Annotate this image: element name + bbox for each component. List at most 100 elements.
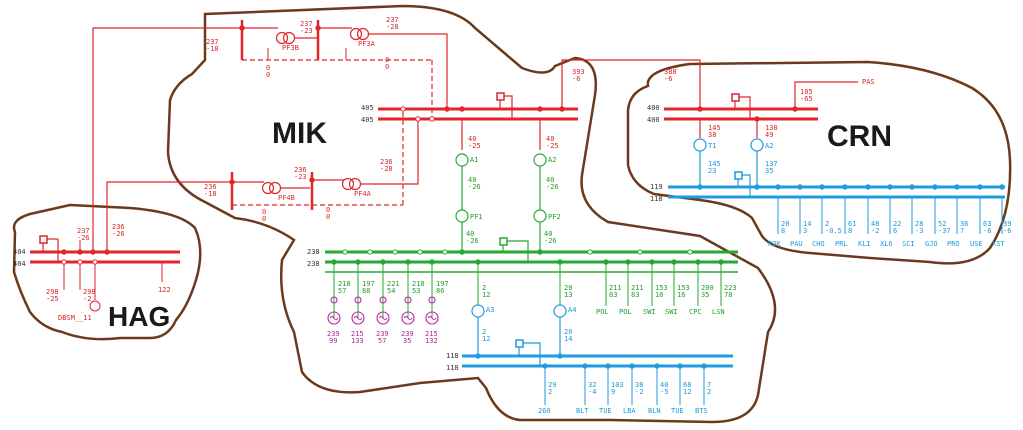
feeder-name: CHO — [812, 240, 825, 248]
feeder-flow: 200 — [701, 284, 714, 292]
transformer-label: PF3B — [282, 44, 299, 52]
hag-substation — [30, 27, 242, 312]
feeder-name: TUE — [599, 407, 612, 415]
feeder-name: SWI — [665, 308, 678, 316]
gen-output: 57 — [378, 337, 386, 345]
region-label-crn: CRN — [827, 120, 892, 153]
transformer-label: A2 — [765, 142, 773, 150]
gen-flow: 57 — [338, 287, 346, 295]
transformer-label: A4 — [568, 306, 576, 314]
gen-output: 239 — [376, 330, 389, 338]
crn-labels: 400 400 388 -6 PAS 105 -65 145 38 138 49… — [647, 68, 1011, 248]
feeder-flow: 14 — [803, 220, 811, 228]
flow-value: 298 — [83, 288, 96, 296]
region-label-mik: MIK — [272, 117, 327, 150]
gen-output: 133 — [351, 337, 364, 345]
flow-value: 0 — [326, 213, 330, 221]
flow-value: 236 — [380, 158, 393, 166]
feeder-flow: 20 — [781, 220, 789, 228]
flow-value: 40 — [466, 230, 474, 238]
feeder-flow: 68 — [683, 381, 691, 389]
flow-value: 20 — [564, 284, 572, 292]
feeder-flow: 29 — [548, 381, 556, 389]
flow-value: -28 — [386, 23, 399, 31]
flow-value: 137 — [765, 160, 778, 168]
transformer-label: PF2 — [548, 213, 561, 221]
transformer-label: PF3A — [358, 40, 376, 48]
flow-value: 0 — [262, 208, 266, 216]
gen-flow: 86 — [436, 287, 444, 295]
flow-value: 237 — [206, 38, 219, 46]
bus-label: 118 — [446, 364, 459, 372]
flow-value: -26 — [468, 183, 481, 191]
feeder-flow: 78 — [724, 291, 732, 299]
feeder-name: CPC — [689, 308, 702, 316]
feeder-flow: 83 — [631, 291, 639, 299]
flow-value: -65 — [800, 95, 813, 103]
feeder-flow: 8 — [848, 227, 852, 235]
mik-118-network — [462, 304, 733, 405]
flow-value: -28 — [380, 165, 393, 173]
feeder-name: SWI — [643, 308, 656, 316]
flow-value: 35 — [765, 167, 773, 175]
flow-value: 122 — [158, 286, 171, 294]
feeder-flow: 211 — [609, 284, 622, 292]
feeder-flow: 48 — [871, 220, 879, 228]
feeder-flow: 22 — [893, 220, 901, 228]
gen-flow: 218 — [338, 280, 351, 288]
feeder-flow: 6 — [893, 227, 897, 235]
flow-value: 298 — [46, 288, 59, 296]
mik-118-labels: A3 A4 2 12 20 14 118 118 29 2 32 -4 103 … — [446, 306, 711, 415]
gen-flow: 197 — [362, 280, 375, 288]
flow-value: 0 — [262, 215, 266, 223]
bus-label: 405 — [361, 104, 374, 112]
flow-value: 0 — [326, 206, 330, 214]
feeder-flow: 38 — [635, 381, 643, 389]
flow-value: -26 — [544, 237, 557, 245]
bus-label: 400 — [647, 116, 660, 124]
flow-value: 12 — [482, 335, 490, 343]
bus-label: 238 — [307, 248, 320, 256]
transformer-label: A1 — [470, 156, 478, 164]
flow-value: -26 — [77, 234, 90, 242]
bus-label: 404 — [13, 260, 26, 268]
flow-value: 145 — [708, 124, 721, 132]
feeder-flow: -37 — [938, 227, 951, 235]
gen-output: 239 — [327, 330, 340, 338]
feeder-name: SCI — [902, 240, 915, 248]
feeder-name: POL — [619, 308, 632, 316]
gen-flow: 53 — [412, 287, 420, 295]
feeder-name: PRO — [947, 240, 960, 248]
flow-value: 0 — [266, 71, 270, 79]
transformer-label: PF4B — [278, 194, 295, 202]
gen-output: 35 — [403, 337, 411, 345]
feeder-flow: 16 — [677, 291, 685, 299]
feeder-flow: 36 — [960, 220, 968, 228]
flow-value: 105 — [800, 88, 813, 96]
gen-flow: 218 — [412, 280, 425, 288]
feeder-flow: 3 — [803, 227, 807, 235]
transformer-label: T1 — [708, 142, 716, 150]
feeder-name: BTS — [695, 407, 708, 415]
flow-value: 0 — [385, 56, 389, 64]
flow-value: 12 — [482, 291, 490, 299]
feeder-name: GJO — [925, 240, 938, 248]
gen-output: 215 — [351, 330, 364, 338]
feeder-flow: 35 — [701, 291, 709, 299]
generator-name: DBSM__11 — [58, 314, 92, 322]
bus-label: 119 — [650, 183, 663, 191]
feeder-flow: 211 — [631, 284, 644, 292]
flow-value: -25 — [46, 295, 59, 303]
feeder-name: POL — [596, 308, 609, 316]
feeder-name: USE — [970, 240, 983, 248]
feeder-flow: 7 — [960, 227, 964, 235]
feeder-flow: -6 — [983, 227, 991, 235]
feeder-name: TUE — [671, 407, 684, 415]
flow-value: 13 — [564, 291, 572, 299]
mik-generators — [327, 296, 439, 325]
flow-value: -26 — [546, 183, 559, 191]
flow-value: 0 — [385, 63, 389, 71]
flow-value: 14 — [564, 335, 572, 343]
feeder-name: PRL — [835, 240, 848, 248]
